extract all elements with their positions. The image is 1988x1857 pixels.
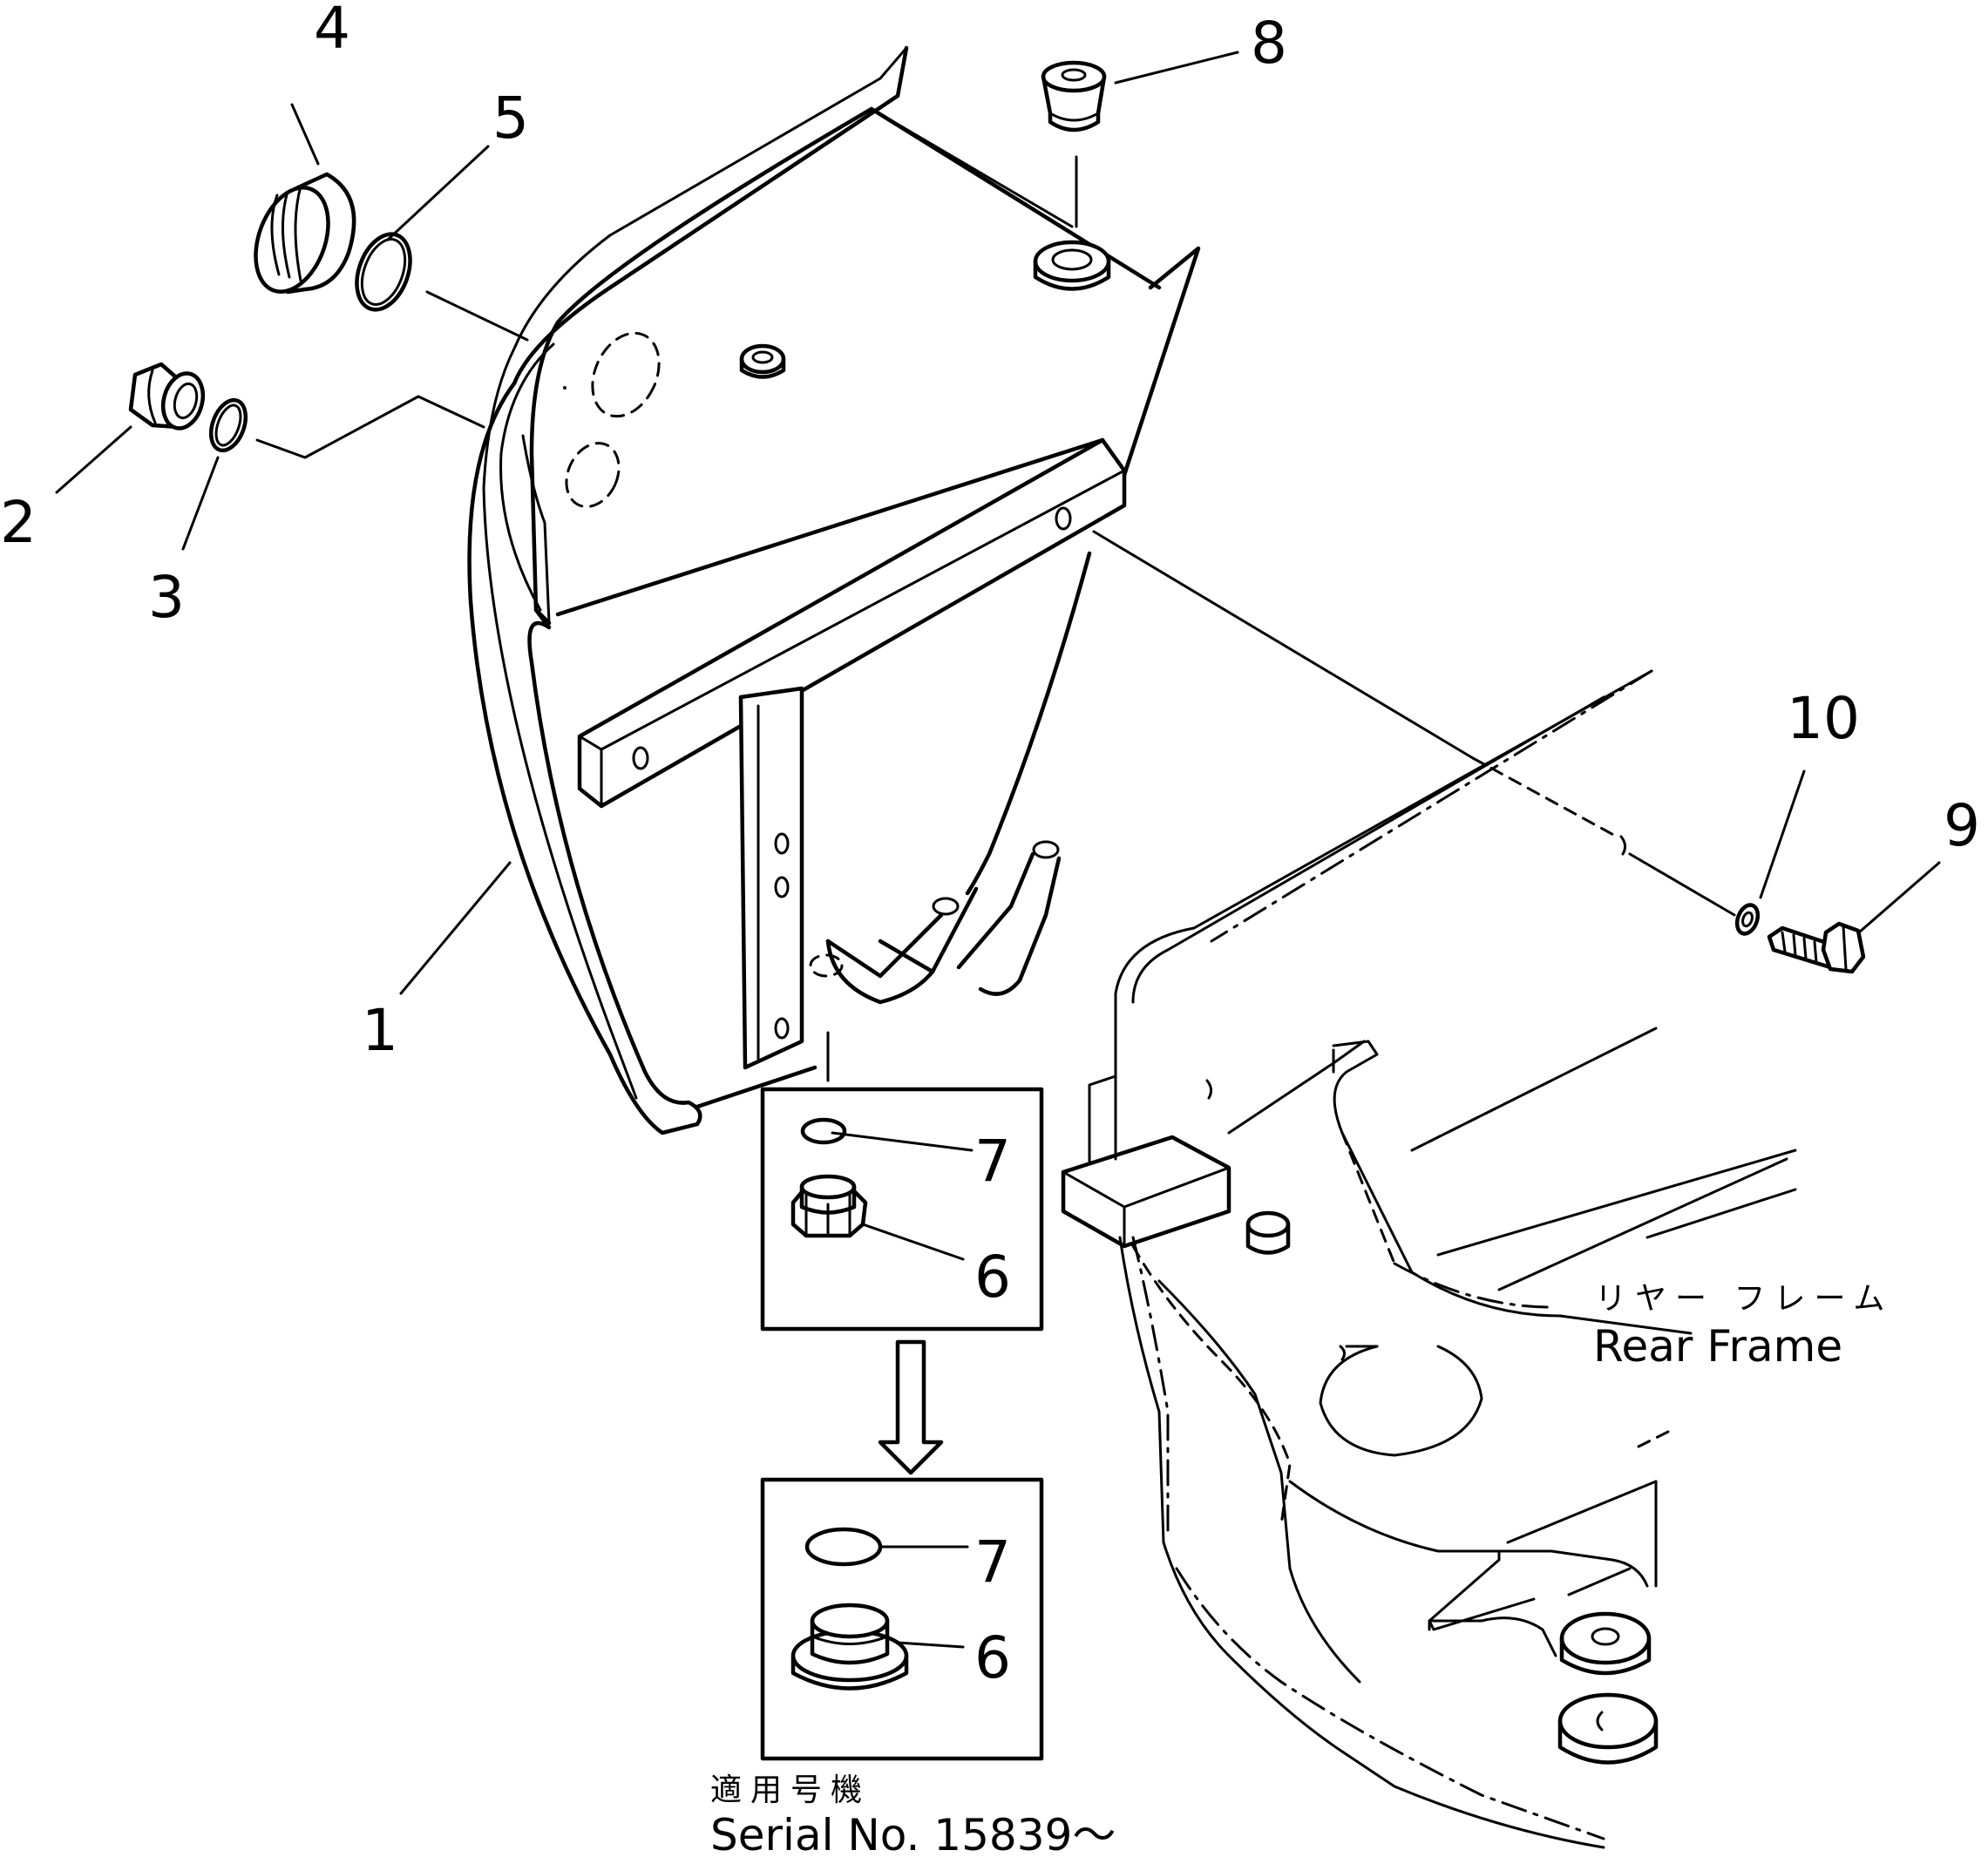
part-10-washer (1734, 903, 1761, 936)
tank-vertical-bracket (738, 686, 804, 1070)
callout-2: 2 (0, 489, 37, 556)
part-6-plug-early (790, 1174, 868, 1238)
callout-9: 9 (1944, 792, 1980, 859)
rear-frame (1061, 669, 1797, 1849)
callout-7-early: 7 (974, 1128, 1011, 1195)
callout-1: 1 (362, 997, 398, 1064)
serial-label-jp: 適用号機 (710, 1772, 871, 1808)
cap-seat (1033, 240, 1111, 291)
rear-frame-label-jp: リヤー フレーム (1595, 1281, 1893, 1317)
part-3-o-ring (208, 397, 248, 453)
part-7-o-ring-later (804, 1527, 883, 1567)
tank-mounting-flange (577, 437, 1127, 809)
part-5-o-ring (355, 232, 412, 312)
labels: リヤー フレーム Rear Frame 適用号機 Serial No. 1583… (710, 1281, 1893, 1857)
part-4-plug (254, 172, 356, 295)
hidden-ports (563, 331, 844, 978)
serial-label-en: Serial No. 15839～ (710, 1810, 1116, 1857)
frame-holes (1205, 835, 1627, 1361)
part-2-plug (128, 362, 206, 430)
callout-8: 8 (1251, 10, 1287, 77)
part-9-bolt (1767, 921, 1866, 974)
part-7-o-ring-early (800, 1117, 847, 1145)
frame-bushing-upper (1559, 1611, 1652, 1676)
tank-body (467, 45, 1201, 1135)
tank-pipes (825, 840, 1062, 1005)
detail-box-early (760, 1087, 1044, 1332)
callout-numbers: 4 5 2 3 8 1 10 9 7 6 7 6 (0, 0, 1980, 1691)
callout-4: 4 (314, 0, 350, 62)
down-arrow (878, 1339, 944, 1475)
leader-lines (55, 51, 1941, 1649)
part-8-cap (1041, 60, 1107, 132)
callout-3: 3 (148, 564, 185, 631)
callout-5: 5 (492, 85, 529, 152)
callout-6-early: 6 (974, 1244, 1011, 1311)
top-boss (739, 343, 786, 379)
callout-7-later: 7 (974, 1528, 1011, 1596)
detail-box-later (760, 1477, 1044, 1761)
rear-frame-label-en: Rear Frame (1593, 1321, 1842, 1372)
callout-6-later: 6 (974, 1624, 1011, 1691)
callout-10: 10 (1787, 685, 1860, 752)
frame-bushing-lower (1557, 1692, 1659, 1765)
part-6-plug-later (790, 1603, 909, 1691)
